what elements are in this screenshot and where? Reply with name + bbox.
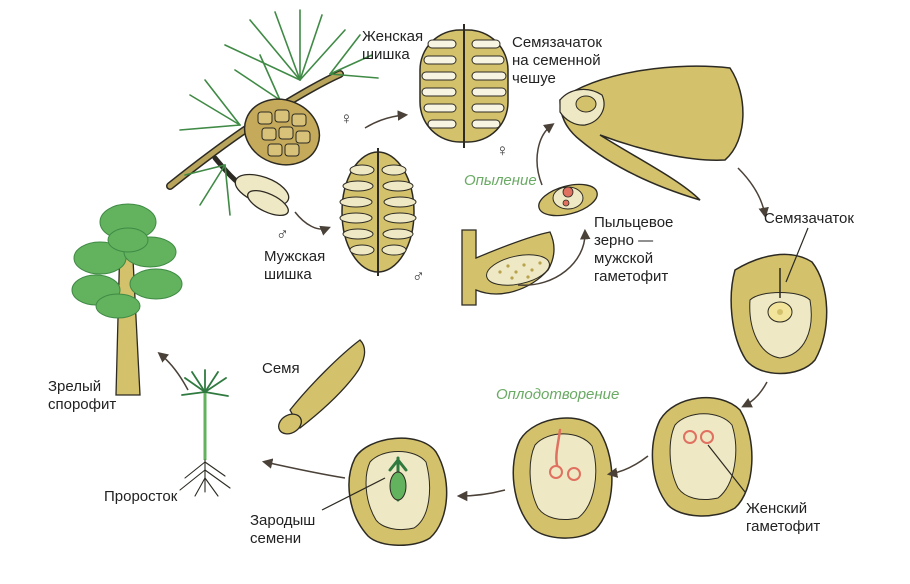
- pollination-stage-label: Опыление: [464, 172, 537, 189]
- ovule-on-seed-scale-label: Семязачаток на семенной чешуе: [512, 34, 602, 87]
- pine-branch-illustration: [166, 9, 379, 217]
- ovule-illustration: [730, 253, 828, 375]
- pollen-grain-label: Пыльцевое зерно — мужской гаметофит: [594, 214, 674, 285]
- female-gametophyte-label: Женский гаметофит: [746, 500, 821, 535]
- fertilization-ovule-illustration: [512, 417, 613, 539]
- fertilization-stage-label: Оплодотворение: [496, 386, 620, 403]
- small-male-cones-on-branch: [234, 173, 290, 217]
- ovule-on-seed-scale-illustration: [559, 65, 744, 201]
- mature-sporophyte-tree-illustration: [71, 203, 183, 396]
- pine-cone-on-branch: [243, 98, 321, 166]
- seed-illustration: [278, 339, 366, 435]
- female-cone-illustration: [419, 24, 509, 148]
- ovule-label: Семязачаток: [764, 210, 854, 227]
- pollen-grain-illustration: [538, 183, 598, 217]
- male-symbol-icon: ♂: [412, 267, 425, 286]
- microsporangium-illustration: [461, 229, 555, 306]
- male-cone-illustration: [339, 148, 417, 276]
- seed-embryo-illustration: [348, 437, 448, 546]
- seedling-illustration: [179, 369, 231, 497]
- female-symbol-icon: ♀: [496, 141, 509, 160]
- cycle-arrows: [157, 110, 769, 502]
- label-leader-lines: [321, 227, 809, 511]
- embryo-label: Зародыш семени: [250, 512, 316, 547]
- seed-label: Семя: [262, 360, 300, 377]
- female-gametophyte-ovule-illustration: [651, 397, 753, 517]
- mature-sporophyte-label: Зрелый спорофит: [48, 378, 117, 413]
- female-cone-label: Женская шишка: [362, 28, 424, 63]
- female-symbol-icon: ♀: [340, 109, 353, 128]
- seedling-label: Проросток: [104, 488, 178, 505]
- male-cone-label: Мужская шишка: [264, 248, 326, 283]
- male-symbol-icon: ♂: [276, 225, 289, 244]
